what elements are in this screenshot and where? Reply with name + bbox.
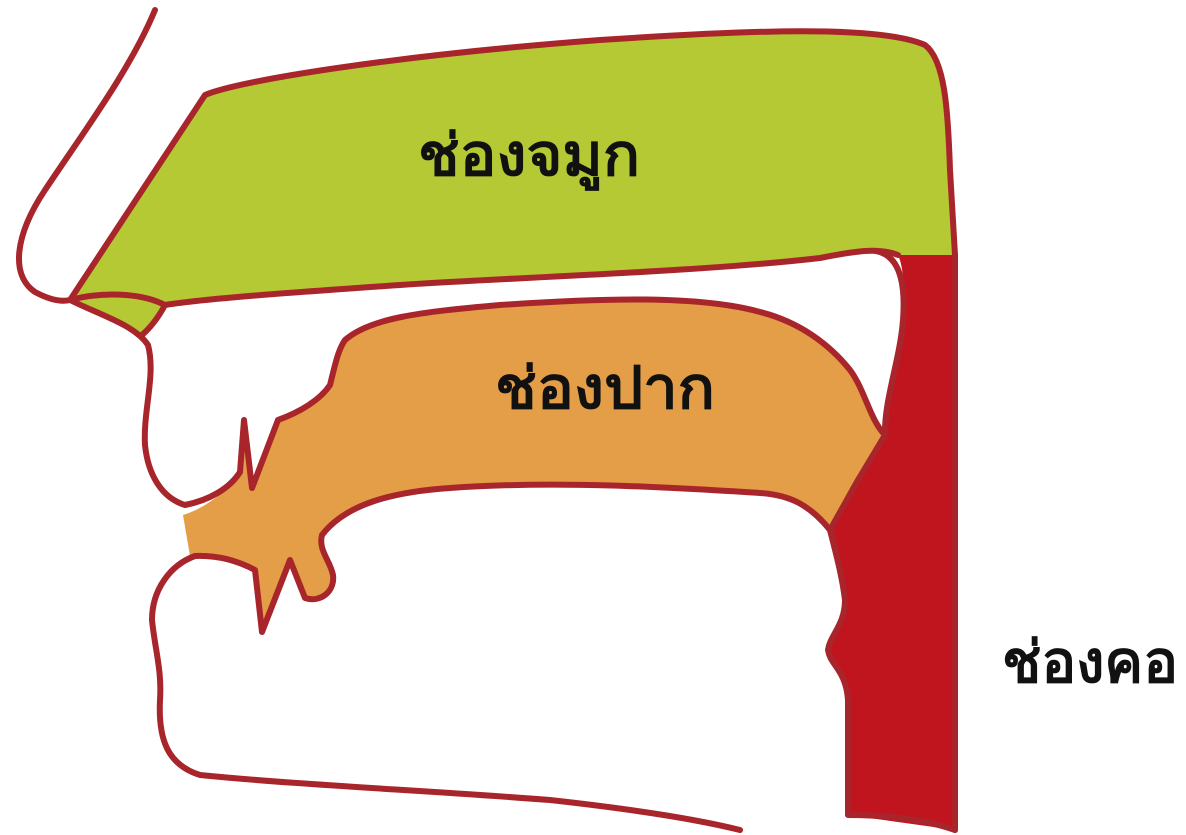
nasal-cavity-region [70,31,955,335]
oral-cavity-region [183,299,885,632]
face-profile-outline [16,7,888,508]
nostril-outline [67,291,168,308]
throat-front-outline [825,527,958,833]
tongue-jaw-outline [149,432,888,833]
throat-label: ช่องคอ [1002,628,1178,696]
soft-palate-outline [873,248,907,438]
throat-region [828,255,955,830]
oral-cavity-label: ช่องปาก [495,354,715,422]
nasal-cavity-label: ช่องจมูก [418,121,640,191]
